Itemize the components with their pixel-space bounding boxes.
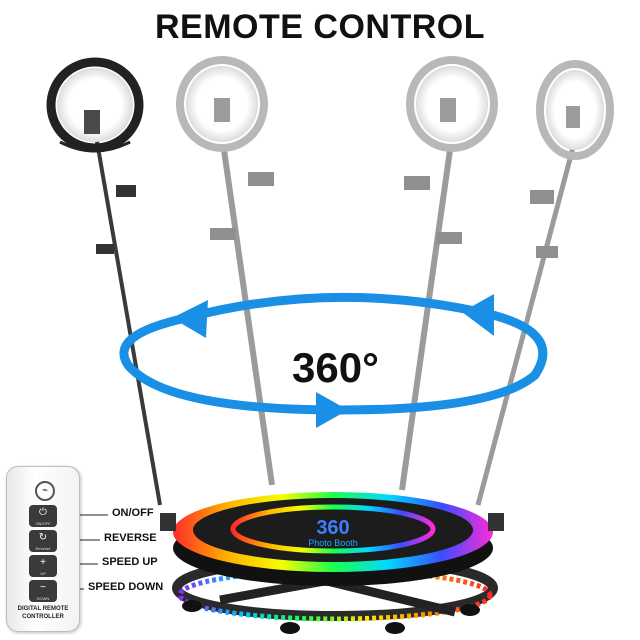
reverse-icon: ↻ (38, 532, 48, 543)
callout-reverse: REVERSE (104, 532, 157, 544)
power-icon: ⏻ (39, 507, 47, 518)
platform-logo-text: Photo Booth (308, 538, 358, 548)
light-stand-1 (46, 57, 162, 506)
remote-speed-up-button[interactable]: + UP (29, 555, 57, 577)
remote-logo-icon: ⌁ (35, 481, 55, 501)
remote-reverse-button[interactable]: ↻ Reverse (29, 530, 57, 552)
remote-button-label: ON/OFF (35, 521, 51, 526)
rotation-label: 360° (292, 344, 379, 391)
light-stand-2 (176, 56, 275, 486)
light-stand-4 (475, 60, 614, 506)
arrow-head-left (172, 300, 208, 338)
plus-icon: + (40, 557, 46, 568)
rotating-platform (160, 492, 504, 586)
callout-speed-up: SPEED UP (102, 556, 158, 568)
callout-speed-down: SPEED DOWN (88, 581, 164, 593)
platform-logo-number: 360 (316, 517, 349, 539)
light-stand-3 (399, 56, 498, 491)
remote-button-label: DOWN (36, 596, 50, 601)
remote-button-label: UP (40, 571, 46, 576)
remote-button-label: Reverse (35, 546, 51, 551)
remote-controller: ⌁ ⏻ ON/OFF ↻ Reverse + UP − DOWN DIGITAL… (6, 466, 80, 632)
remote-on-off-button[interactable]: ⏻ ON/OFF (29, 505, 57, 527)
callout-on-off: ON/OFF (112, 507, 154, 519)
minus-icon: − (40, 582, 46, 593)
remote-speed-down-button[interactable]: − DOWN (29, 580, 57, 602)
arrow-head-bottom (316, 392, 348, 428)
rotation-arrow (119, 292, 548, 428)
arrow-head-right (462, 294, 494, 336)
page-title: REMOTE CONTROL (155, 8, 485, 46)
remote-brand: DIGITAL REMOTE CONTROLLER (17, 606, 69, 620)
